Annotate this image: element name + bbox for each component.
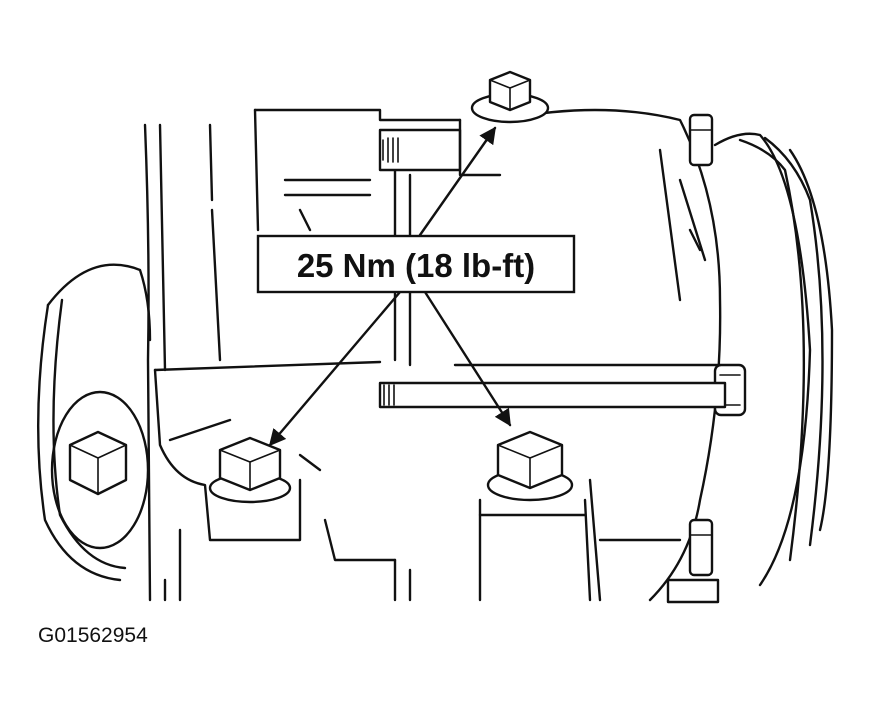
through-bolt	[378, 381, 727, 409]
upper-stud	[378, 118, 502, 177]
arrow-to-lower-left-bolt	[268, 290, 402, 447]
engine-housing	[143, 108, 462, 602]
crankshaft-pulley	[36, 263, 152, 582]
lower-right-mounting-bolt	[486, 430, 574, 502]
ac-compressor-body	[498, 108, 722, 602]
upper-mounting-bolt	[470, 70, 550, 124]
torque-callout: 25 Nm (18 lb-ft)	[256, 234, 576, 294]
torque-callout-box	[256, 234, 576, 294]
right-upper-bolt	[688, 113, 714, 167]
figure-id: G01562954	[38, 624, 148, 647]
arrow-to-upper-bolt	[418, 126, 497, 237]
arrow-to-lower-right-bolt	[423, 290, 512, 427]
torque-spec-label: 25 Nm (18 lb-ft)	[297, 247, 535, 284]
mounting-bracket	[153, 360, 722, 602]
right-lower-bolt	[666, 518, 720, 604]
compressor-clutch-pulley	[713, 132, 834, 587]
torque-leader-arrows	[268, 126, 512, 447]
lower-left-mounting-bolt	[208, 436, 292, 504]
